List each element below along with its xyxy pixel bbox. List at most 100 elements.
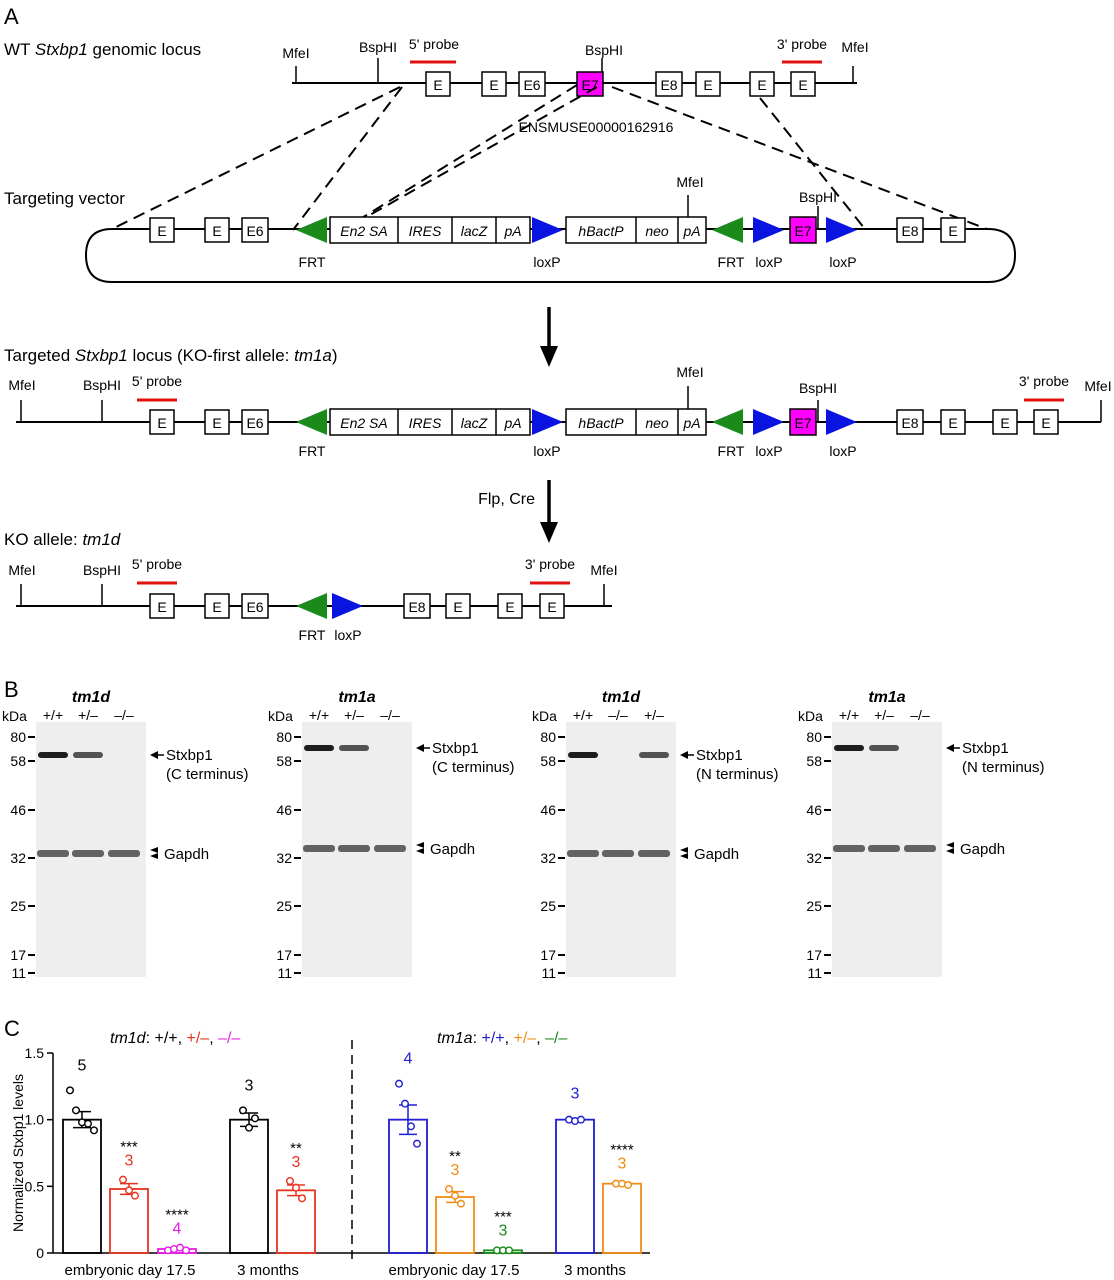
tgt-exon-e6 — [241, 409, 269, 435]
x-group-label: embryonic day 17.5 — [389, 1262, 520, 1279]
ko-bsphi-label: BspHI — [83, 562, 121, 578]
data-point — [445, 1184, 454, 1193]
vec-loxp-2-label: loxP — [755, 254, 782, 270]
band-label-stxbp1: Stxbp1 — [432, 740, 479, 757]
marker-label: 11 — [541, 965, 556, 981]
x-group-label: embryonic day 17.5 — [65, 1262, 196, 1279]
band-label-terminus: (C terminus) — [432, 759, 515, 776]
vec-exon-label: E — [212, 223, 221, 239]
band-label-gapdh: Gapdh — [694, 846, 739, 863]
gapdh-band — [833, 845, 865, 852]
blot-title: tm1a — [868, 689, 905, 706]
panel-a-letter: A — [4, 4, 19, 29]
ko-exon-e6 — [241, 593, 269, 619]
data-point — [181, 1246, 190, 1255]
gapdh-band — [338, 845, 370, 852]
gapdh-band — [37, 850, 69, 857]
wt-3-probe-label: 3' probe — [777, 36, 827, 52]
wt-exon-e6-label: E6 — [523, 77, 540, 93]
gapdh-band — [868, 845, 900, 852]
ko-frt-icon — [296, 593, 327, 619]
blot-title: tm1a — [338, 689, 375, 706]
data-point — [505, 1246, 514, 1255]
tgt-loxp-1-label: loxP — [533, 443, 560, 459]
bar — [229, 1118, 269, 1254]
ko-exon-label: E — [212, 599, 221, 615]
ko-loxp-icon — [332, 593, 363, 619]
band-label-terminus: (N terminus) — [962, 759, 1045, 776]
wt-exon-label: E — [757, 77, 766, 93]
marker-label: 46 — [10, 802, 26, 818]
gapdh-band — [638, 850, 670, 857]
ko-exon-label: E — [157, 599, 166, 615]
tgt-cassette-lacz: lacZ — [461, 415, 488, 431]
vec-cassette-pa1: pA — [503, 223, 521, 239]
ko-mfei-right-label: MfeI — [590, 562, 617, 578]
kda-label: kDa — [268, 708, 293, 724]
arrow-icon — [416, 744, 424, 752]
marker-label: 17 — [276, 947, 292, 963]
tgt-exon-e7 — [789, 408, 817, 436]
wt-locus-diagram: MfeI BspHI BspHI MfeI 5' probe 3' probe … — [282, 36, 868, 135]
wt-exon — [790, 71, 816, 97]
tgt-exon-e8 — [896, 409, 924, 435]
data-point — [71, 1106, 80, 1115]
vec-cassette-hbactp: hBactP — [578, 223, 624, 239]
marker-label: 46 — [540, 802, 556, 818]
marker-label: 17 — [806, 947, 822, 963]
band-label-gapdh: Gapdh — [960, 841, 1005, 858]
lane-label: –/– — [380, 707, 400, 723]
vec-frt-left-icon — [296, 217, 327, 243]
tgt-exon-label: E — [1041, 415, 1050, 431]
wt-exon-e8-label: E8 — [660, 77, 677, 93]
n-label: 3 — [292, 1154, 301, 1171]
tgt-loxp-1-icon — [532, 409, 563, 435]
n-label: 4 — [404, 1051, 413, 1068]
data-point — [89, 1126, 98, 1135]
data-point — [407, 1122, 416, 1131]
data-point — [83, 1119, 92, 1128]
lane-label: +/+ — [309, 707, 329, 723]
band-label-stxbp1: Stxbp1 — [696, 747, 743, 764]
ko-exon-label: E — [505, 599, 514, 615]
ko-exon — [445, 593, 471, 619]
bar — [109, 1188, 149, 1254]
kda-label: kDa — [798, 708, 823, 724]
tgt-loxp-3-icon — [826, 409, 857, 435]
legend-tm1a: tm1a: +/+, +/–, –/– — [437, 1030, 567, 1047]
wt-bsphi-left-label: BspHI — [359, 39, 397, 55]
wt-bsphi-right-label: BspHI — [585, 42, 623, 58]
band-label-gapdh: Gapdh — [430, 841, 475, 858]
tgt-loxp-2-icon — [753, 409, 784, 435]
gapdh-band — [374, 845, 406, 852]
wt-locus-label: WT Stxbp1 genomic locus — [4, 40, 201, 59]
tgt-cassette-pa2: pA — [682, 415, 700, 431]
flp-cre-arrow-icon — [540, 480, 558, 543]
tgt-bsphi-left-label: BspHI — [83, 377, 121, 393]
arrow-icon — [680, 751, 688, 759]
significance-label: *** — [120, 1139, 138, 1156]
lane-label: +/– — [344, 707, 364, 723]
marker-label: 32 — [540, 850, 556, 866]
ko-allele-label: KO allele: tm1d — [4, 530, 121, 549]
vec-loxp-3-label: loxP — [829, 254, 856, 270]
wt-exon-e8 — [655, 71, 683, 97]
y-tick-label: 1.5 — [25, 1045, 45, 1061]
arrow-icon — [946, 848, 954, 854]
vec-exon — [940, 217, 966, 243]
marker-label: 80 — [276, 729, 292, 745]
ko-loxp-label: loxP — [334, 627, 361, 643]
stxbp1-band — [834, 745, 864, 751]
data-point — [457, 1199, 466, 1208]
arrow-icon — [416, 848, 424, 854]
ko-frt-label: FRT — [299, 627, 326, 643]
marker-label: 58 — [540, 753, 556, 769]
vec-exon — [204, 217, 230, 243]
wt-exon — [425, 71, 451, 97]
marker-label: 46 — [276, 802, 292, 818]
tgt-bsphi-mid-label: BspHI — [799, 380, 837, 396]
lane-label: –/– — [910, 707, 930, 723]
stxbp1-band — [639, 752, 669, 758]
panel-b-letter: B — [4, 677, 19, 702]
